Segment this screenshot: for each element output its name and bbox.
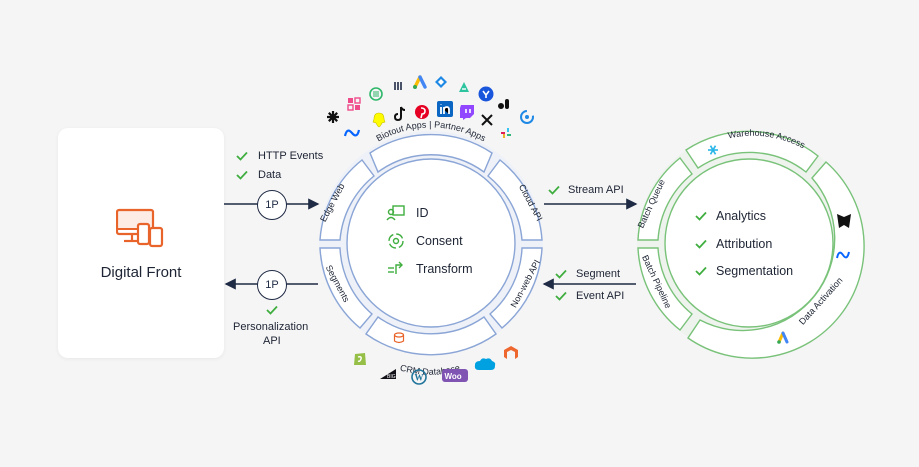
segment-left-upper [319,159,375,241]
digital-front-card: Digital Front [58,128,224,358]
twitch-logo-icon [460,105,474,120]
segment-bottom [365,316,497,356]
check-icon [695,211,707,221]
personalization-label: Personalization [233,321,309,333]
right-item-attribution: Attribution [716,237,773,251]
meta-logo-icon [836,251,850,259]
snapchat-logo-icon [372,112,386,128]
api-label: API [263,335,281,347]
data-label: Data [258,169,282,181]
spiral-logo-icon [369,87,383,101]
check-icon [555,269,567,279]
segment-right-lower [489,247,543,329]
refresh-logo-icon [520,110,534,124]
svg-text:BIG: BIG [387,374,396,380]
diamond-logo-icon [435,76,447,88]
stream-api-label: Stream API [568,184,624,196]
check-icon [236,151,248,161]
tiktok-logo-icon [393,106,406,122]
linkedin-logo-icon [437,101,453,117]
check-icon [695,266,707,276]
check-icon [695,239,707,249]
salesforce-logo-icon [474,358,496,370]
x-logo-icon [481,114,493,126]
meta-logo-icon [343,129,361,137]
snowflake-icon [708,145,718,155]
segment-top [369,133,493,174]
check-icon [236,170,248,180]
bookmark-logo-icon [837,214,851,228]
check-icon [555,291,567,301]
http-events-label: HTTP Events [258,150,324,162]
middle-ring [319,131,543,356]
right-item-analytics: Analytics [716,209,767,223]
check-icon [266,305,278,315]
right-ring [637,130,865,359]
woocommerce-logo-icon: Woo [442,369,468,382]
devices-icon [116,208,164,248]
transform-icon [388,261,403,274]
segment-label: Segment [576,268,621,280]
database-icon [393,332,405,344]
card-title: Digital Front [100,264,182,281]
check-icon [548,185,560,195]
first-party-badge: 1P [257,190,287,220]
bigcommerce-logo-icon: BIG [380,369,396,380]
event-api-label: Event API [576,290,625,302]
magento-logo-icon [504,346,518,359]
right-item-segmentation: Segmentation [716,264,794,278]
center-item-transform: Transform [416,262,473,276]
google-ads-logo-icon [777,331,789,344]
lines-logo-icon [394,82,402,90]
svg-text:W: W [415,373,424,383]
yahoo-logo-icon [478,86,494,102]
consent-icon [388,233,404,249]
rsegment-left-upper [637,157,693,241]
center-item-consent: Consent [416,234,463,248]
rsegment-right [687,161,865,359]
wordpress-logo-icon: W [411,369,427,385]
svg-text:Woo: Woo [445,372,462,381]
teal-logo-icon [459,82,469,92]
first-party-badge: 1P [257,270,287,300]
slack-logo-icon [501,128,511,138]
rsegment-top [685,130,819,173]
segment-right-upper [487,159,543,241]
rsegment-left-lower [637,247,693,331]
shopify-logo-icon [354,353,366,365]
segment-left-lower [319,247,373,329]
asterisk-logo-icon [327,111,339,123]
id-card-icon [386,205,405,221]
center-item-id: ID [416,206,429,220]
google-ads-logo-icon [413,75,427,89]
pinterest-logo-icon [415,105,429,119]
cube-logo-icon [347,97,361,111]
dot-logo-icon [498,99,509,109]
